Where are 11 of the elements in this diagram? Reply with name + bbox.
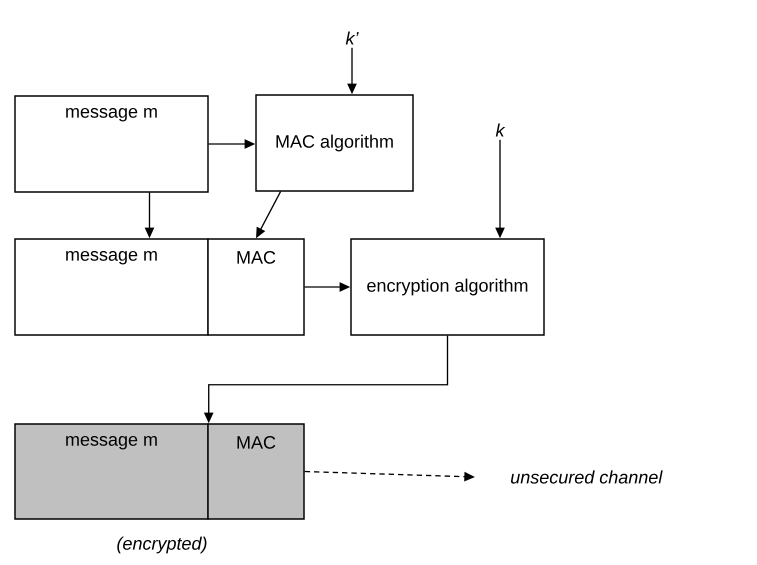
process-box: MAC (207, 238, 305, 336)
input-label: k’ (346, 31, 359, 45)
process-box: message m (14, 238, 209, 336)
process-box: message m (14, 423, 209, 520)
process-box: MAC (207, 423, 305, 520)
input-label: k (496, 123, 506, 137)
process-box: encryption algorithm (350, 238, 545, 336)
caption-label: (encrypted) (117, 536, 206, 554)
process-box: message m (14, 95, 209, 193)
input-label: unsecured channel (511, 470, 663, 484)
process-box: MAC algorithm (255, 94, 414, 192)
